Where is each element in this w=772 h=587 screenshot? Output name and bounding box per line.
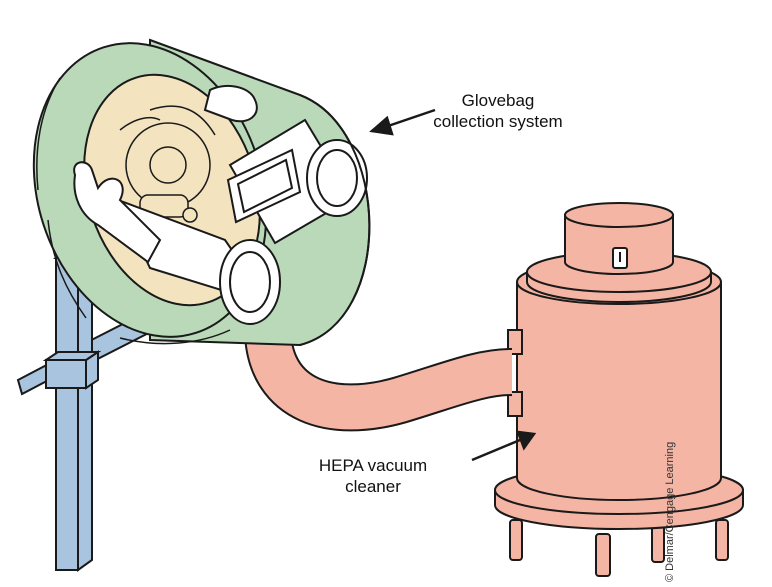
hepa-vacuum — [495, 203, 743, 576]
hepa-label-line1: HEPA vacuum — [298, 455, 448, 476]
glovebag-label: Glovebag collection system — [398, 90, 598, 132]
hepa-label: HEPA vacuum cleaner — [298, 455, 448, 497]
hepa-leader-arrow — [472, 440, 520, 460]
hepa-label-line2: cleaner — [298, 476, 448, 497]
copyright-credit: © Delmar/Cengage Learning — [664, 282, 676, 582]
glovebag-label-line2: collection system — [398, 111, 598, 132]
glovebag-label-line1: Glovebag — [398, 90, 598, 111]
